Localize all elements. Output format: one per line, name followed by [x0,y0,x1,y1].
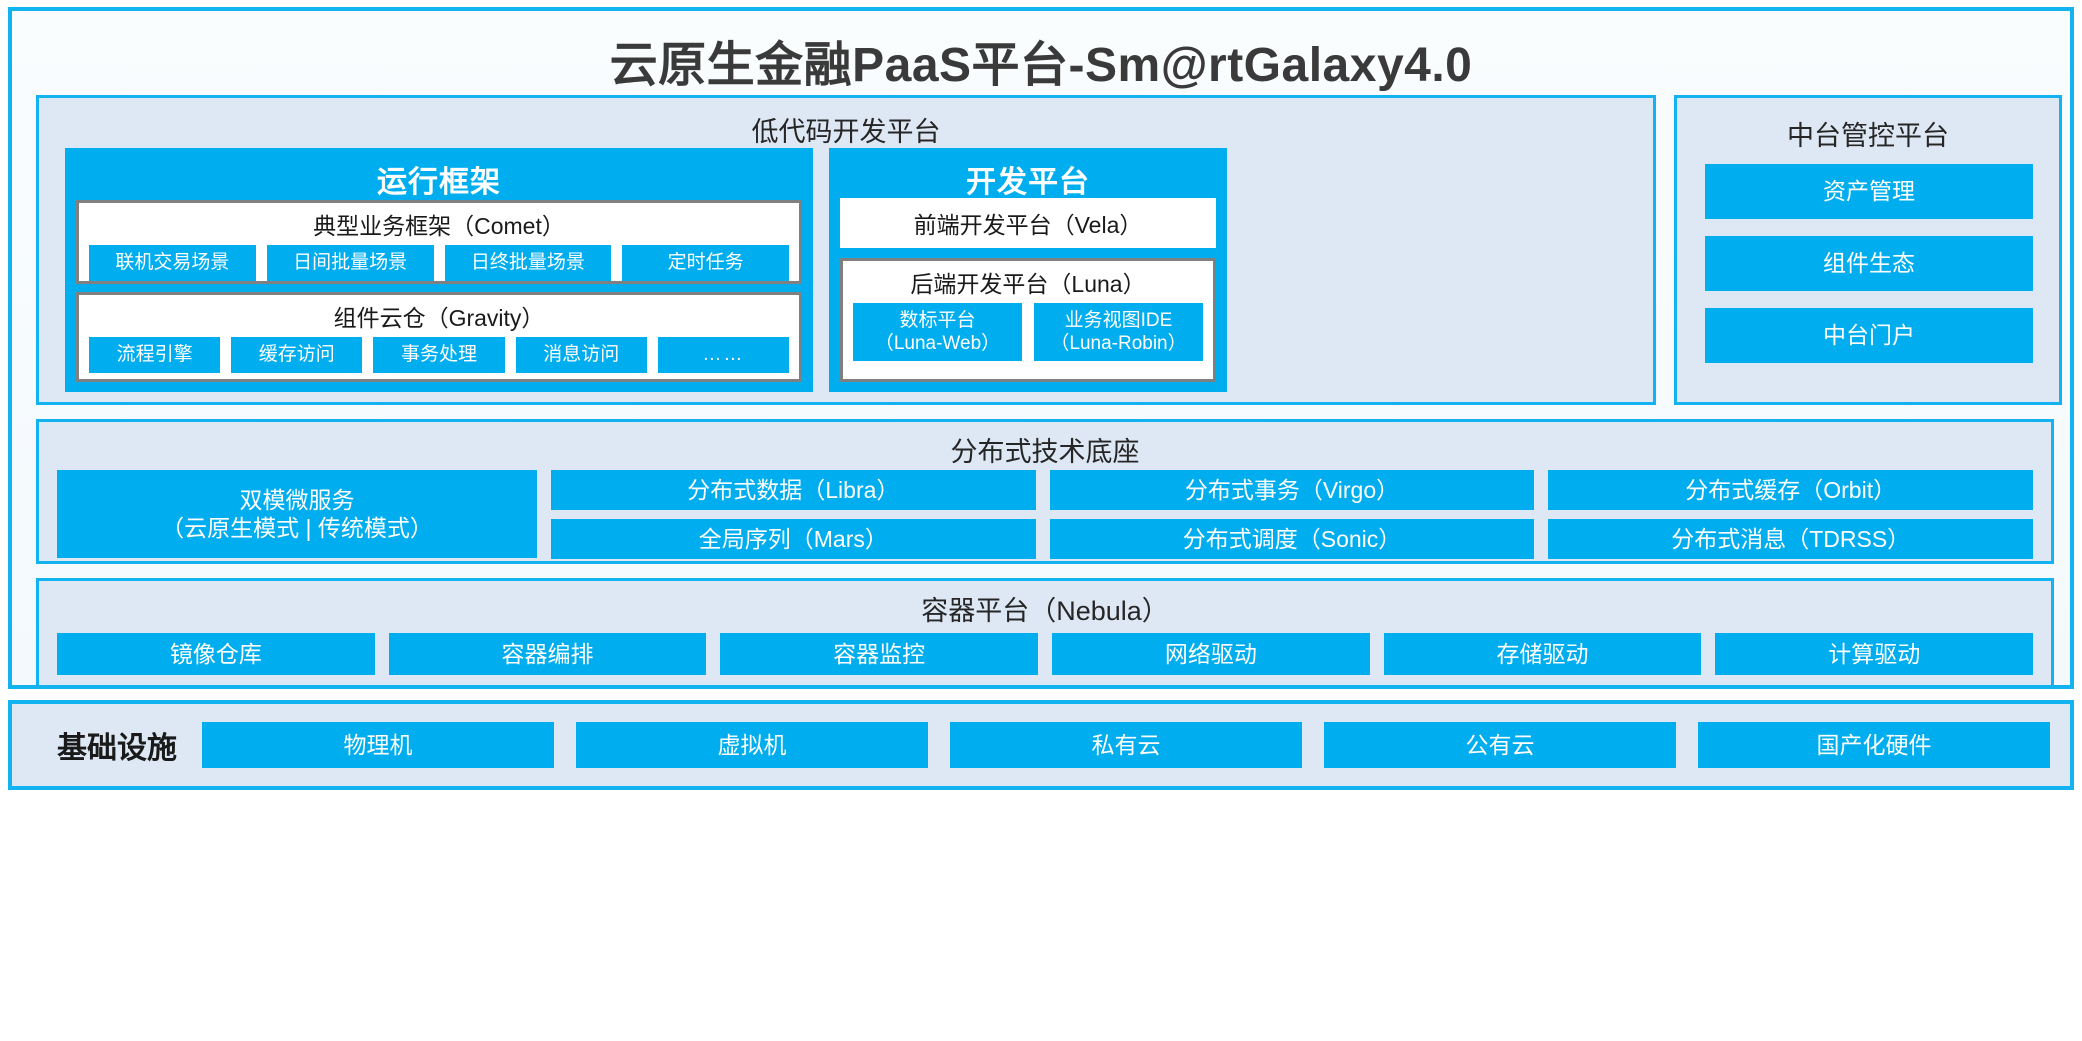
infrastructure-item[interactable]: 公有云 [1324,722,1676,768]
comet-item[interactable]: 日间批量场景 [266,245,434,281]
luna-item-line1: 业务视图IDE [1064,309,1173,331]
middle-platform-item[interactable]: 资产管理 [1705,164,2033,219]
luna-item-line2: （Luna-Web） [874,333,1001,354]
container-item[interactable]: 网络驱动 [1052,633,1370,675]
middle-platform-panel: 中台管控平台 资产管理 组件生态 中台门户 [1674,95,2062,405]
frontend-dev-platform-box[interactable]: 前端开发平台（Vela） [840,198,1216,248]
luna-chip-row: 数标平台 （Luna-Web） 业务视图IDE （Luna-Robin） [843,299,1213,361]
infrastructure-panel: 基础设施 物理机 虚拟机 私有云 公有云 国产化硬件 [8,700,2074,790]
gravity-title: 组件云仓（Gravity） [333,305,545,331]
diagram-outer-frame: 云原生金融PaaS平台-Sm@rtGalaxy4.0 低代码开发平台 运行框架 … [8,7,2074,689]
luna-item-line1: 数标平台 [899,309,976,331]
gravity-panel: 组件云仓（Gravity） 流程引擎 缓存访问 事务处理 消息访问 …… [76,292,802,382]
comet-item[interactable]: 定时任务 [622,245,789,281]
gravity-item-ellipsis[interactable]: …… [657,337,790,373]
container-platform-panel: 容器平台（Nebula） 镜像仓库 容器编排 容器监控 网络驱动 存储驱动 计算… [36,578,2054,688]
infrastructure-item[interactable]: 物理机 [202,722,554,768]
runtime-framework-card: 运行框架 典型业务框架（Comet） 联机交易场景 日间批量场景 日终批量场景 … [65,148,813,392]
development-platform-heading: 开发平台 [966,166,1090,199]
gravity-item[interactable]: 缓存访问 [231,337,363,373]
lowcode-platform-title: 低代码开发平台 [751,117,941,147]
runtime-framework-heading: 运行框架 [377,166,501,199]
page-title: 云原生金融PaaS平台-Sm@rtGalaxy4.0 [609,39,1473,92]
middle-platform-item-list: 资产管理 组件生态 中台门户 [1705,164,2033,363]
infrastructure-item[interactable]: 虚拟机 [576,722,928,768]
distributed-item[interactable]: 全局序列（Mars） [551,519,1036,559]
dual-mode-line2: （云原生模式 | 传统模式） [161,515,433,541]
distributed-item[interactable]: 分布式调度（Sonic） [1049,519,1535,559]
distributed-item[interactable]: 分布式事务（Virgo） [1049,470,1535,510]
gravity-item[interactable]: 事务处理 [373,337,505,373]
infrastructure-label: 基础设施 [57,732,177,765]
distributed-foundation-title: 分布式技术底座 [950,437,1140,467]
comet-item[interactable]: 联机交易场景 [89,245,256,281]
gravity-item[interactable]: 消息访问 [515,337,647,373]
luna-item-line2: （Luna-Robin） [1050,333,1187,354]
distributed-column: 分布式缓存（Orbit） 分布式消息（TDRSS） [1548,470,2034,559]
dual-mode-microservice-box[interactable]: 双模微服务 （云原生模式 | 传统模式） [57,470,537,558]
distributed-item[interactable]: 分布式消息（TDRSS） [1548,519,2034,559]
lowcode-platform-panel: 低代码开发平台 运行框架 典型业务框架（Comet） 联机交易场景 日间批量场景… [36,95,1656,405]
infrastructure-item[interactable]: 国产化硬件 [1698,722,2050,768]
backend-dev-platform-panel: 后端开发平台（Luna） 数标平台 （Luna-Web） 业务视图IDE （Lu… [840,258,1216,382]
distributed-column: 分布式事务（Virgo） 分布式调度（Sonic） [1049,470,1535,559]
gravity-chip-row: 流程引擎 缓存访问 事务处理 消息访问 …… [79,333,799,373]
gravity-item[interactable]: 流程引擎 [89,337,221,373]
development-platform-card: 开发平台 前端开发平台（Vela） 后端开发平台（Luna） 数标平台 （Lun… [829,148,1227,392]
container-item[interactable]: 容器监控 [720,633,1039,675]
luna-item[interactable]: 数标平台 （Luna-Web） [853,303,1022,361]
infrastructure-chip-row: 物理机 虚拟机 私有云 公有云 国产化硬件 [202,722,2050,768]
luna-item[interactable]: 业务视图IDE （Luna-Robin） [1034,303,1203,361]
distributed-item[interactable]: 分布式缓存（Orbit） [1548,470,2034,510]
comet-panel: 典型业务框架（Comet） 联机交易场景 日间批量场景 日终批量场景 定时任务 [76,200,802,284]
container-platform-chip-row: 镜像仓库 容器编排 容器监控 网络驱动 存储驱动 计算驱动 [57,633,2034,675]
distributed-foundation-body: 双模微服务 （云原生模式 | 传统模式） 分布式数据（Libra） 全局序列（M… [57,470,2034,559]
middle-platform-item[interactable]: 组件生态 [1705,236,2033,291]
middle-platform-title: 中台管控平台 [1787,121,1949,151]
container-item[interactable]: 存储驱动 [1383,633,1702,675]
comet-item[interactable]: 日终批量场景 [444,245,612,281]
container-item[interactable]: 镜像仓库 [57,633,375,675]
container-item[interactable]: 容器编排 [388,633,707,675]
distributed-column: 分布式数据（Libra） 全局序列（Mars） [551,470,1036,559]
dual-mode-line1: 双模微服务 [239,486,355,513]
container-item[interactable]: 计算驱动 [1715,633,2034,675]
container-platform-title: 容器平台（Nebula） [921,596,1169,626]
comet-title: 典型业务框架（Comet） [313,213,565,239]
infrastructure-item[interactable]: 私有云 [950,722,1302,768]
distributed-foundation-panel: 分布式技术底座 双模微服务 （云原生模式 | 传统模式） 分布式数据（Libra… [36,419,2054,564]
distributed-item[interactable]: 分布式数据（Libra） [551,470,1036,510]
backend-dev-platform-title: 后端开发平台（Luna） [910,271,1146,297]
middle-platform-item[interactable]: 中台门户 [1705,308,2033,363]
comet-chip-row: 联机交易场景 日间批量场景 日终批量场景 定时任务 [79,241,799,281]
